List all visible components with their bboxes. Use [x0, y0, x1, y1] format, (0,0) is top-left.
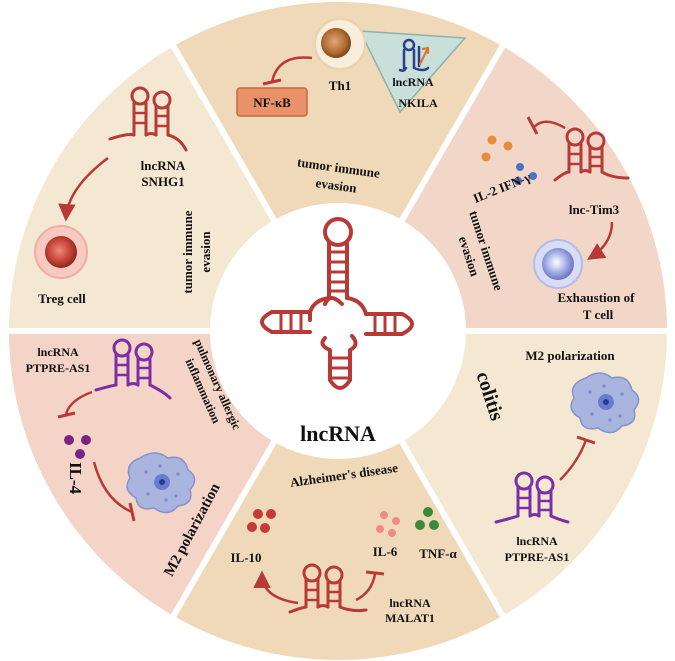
center-title: lncRNA — [300, 421, 376, 446]
colitis-inhibit-bar — [576, 435, 596, 445]
th1-inhibit-bar — [262, 78, 282, 86]
il6-label: IL-6 — [373, 544, 398, 559]
macrophage-icon-allergy — [126, 452, 196, 514]
il4-dots — [64, 435, 91, 459]
tim3-to-tcell-arrow — [587, 221, 614, 260]
tnf-dots — [415, 507, 439, 530]
th1-inhibit-line — [270, 56, 313, 83]
th1-process-label-2: evasion — [315, 175, 359, 196]
segment-alzheimers — [173, 441, 503, 660]
il4-label: IL-4 — [66, 462, 85, 495]
allergy-ptpre-rna-icon — [94, 338, 172, 400]
colitis-inhibit-line — [559, 439, 588, 481]
snhg1-label-2: SNHG1 — [141, 174, 184, 189]
il4-inhibit-line — [92, 461, 133, 514]
colitis-rna-label-2: PTPRE-AS1 — [505, 550, 570, 564]
snhg1-to-treg-arrow — [58, 157, 109, 222]
cytokine-dots-blue — [514, 163, 537, 185]
tim3-rna-label: lnc-Tim3 — [569, 202, 620, 217]
nfkb-box — [236, 87, 308, 117]
allergy-rna-label-1: lncRNA — [37, 345, 79, 359]
exhausted-tcell-icon — [533, 239, 583, 289]
nkila-rna-icon — [398, 38, 430, 72]
colitis-panel: M2 polarization colitis lncRNA PTPRE-AS1 — [472, 348, 640, 564]
il10-label: IL-10 — [230, 550, 261, 565]
malat1-label-2: MALAT1 — [385, 611, 435, 625]
nfkb-label: NF-κB — [253, 95, 291, 110]
colitis-ptpre-rna-icon — [494, 471, 570, 524]
cytokine-dots-orange — [481, 135, 513, 162]
colitis-polarization-label: M2 polarization — [525, 348, 615, 363]
segment-dividers — [9, 44, 667, 618]
tcell-label-1: Exhaustion of — [558, 290, 636, 305]
center-rna-icon — [260, 217, 414, 390]
colitis-rna-label-1: lncRNA — [516, 534, 558, 548]
il10-dots — [247, 509, 276, 533]
th1-cell-icon — [314, 18, 366, 70]
macrophage-icon-colitis — [570, 372, 640, 434]
il6-dots — [376, 511, 400, 537]
tim3-rna-icon — [553, 127, 630, 182]
allergy-rna-label-2: PTPRE-AS1 — [26, 361, 91, 375]
center-disc — [214, 207, 462, 455]
tnf-label: TNF-α — [419, 546, 457, 561]
nkila-label-1: lncRNA — [392, 75, 434, 89]
allergy-inhibit-bar — [57, 411, 76, 419]
snhg1-rna-icon — [108, 86, 188, 152]
malat1-label-1: lncRNA — [389, 596, 431, 610]
nkila-wedge — [358, 30, 467, 114]
th1-cell-label: Th1 — [329, 78, 351, 93]
treg-process-label-1: tumor immune — [180, 210, 195, 293]
treg-cell-label: Treg cell — [38, 291, 86, 306]
malat1-rna-icon — [288, 563, 368, 614]
snhg1-label-1: lncRNA — [141, 158, 186, 173]
il4-inhibit-bar — [128, 502, 136, 522]
treg-cell-icon — [34, 225, 88, 279]
treg-panel: lncRNA SNHG1 Treg cell tumor immune evas… — [34, 86, 213, 306]
treg-process-label-2: evasion — [198, 231, 213, 273]
malat1-inhibit-line — [355, 573, 377, 602]
tim3-inhibit-line — [533, 120, 566, 130]
tcell-label-2: T cell — [583, 307, 614, 322]
allergy-inhibit-line — [64, 390, 93, 415]
tim3-inhibit-bar — [526, 116, 539, 135]
nkila-label-2: NKILA — [398, 96, 438, 110]
malat1-to-il10-arrow — [253, 570, 299, 605]
malat1-inhibit-bar — [365, 570, 385, 576]
